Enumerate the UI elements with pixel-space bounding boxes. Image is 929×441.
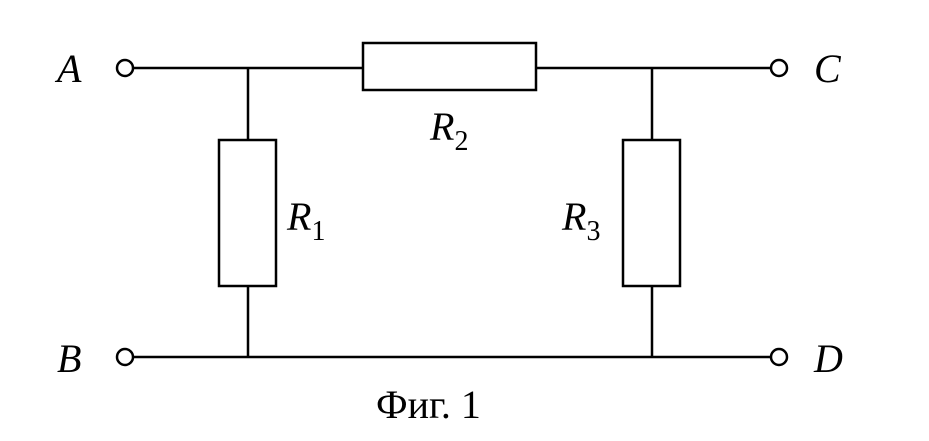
wires — [133, 66, 771, 359]
resistor-r3-label: R3 — [561, 194, 600, 247]
resistor-r1-index: 1 — [311, 216, 325, 247]
terminal-a-label: A — [54, 46, 82, 91]
resistor-r3-index: 3 — [586, 216, 600, 247]
resistor-r1-label: R1 — [286, 194, 325, 247]
resistor-r2-index: 2 — [454, 126, 468, 157]
resistor-r3 — [621, 138, 682, 288]
resistor-r2 — [361, 41, 538, 92]
resistor-r2-letter: R — [429, 104, 454, 149]
terminal-c-circle — [769, 58, 789, 78]
terminal-d-circle — [769, 347, 789, 367]
terminal-c-label: C — [814, 46, 842, 91]
terminal-a-circle — [115, 58, 135, 78]
terminal-b-label: B — [57, 336, 81, 381]
resistor-r3-letter: R — [561, 194, 586, 239]
terminal-b-circle — [115, 347, 135, 367]
resistor-r1 — [217, 138, 278, 288]
figure-caption: Фиг. 1 — [376, 382, 481, 427]
terminal-d-label: D — [813, 336, 843, 381]
resistor-r1-letter: R — [286, 194, 311, 239]
resistor-r2-label: R2 — [429, 104, 468, 157]
